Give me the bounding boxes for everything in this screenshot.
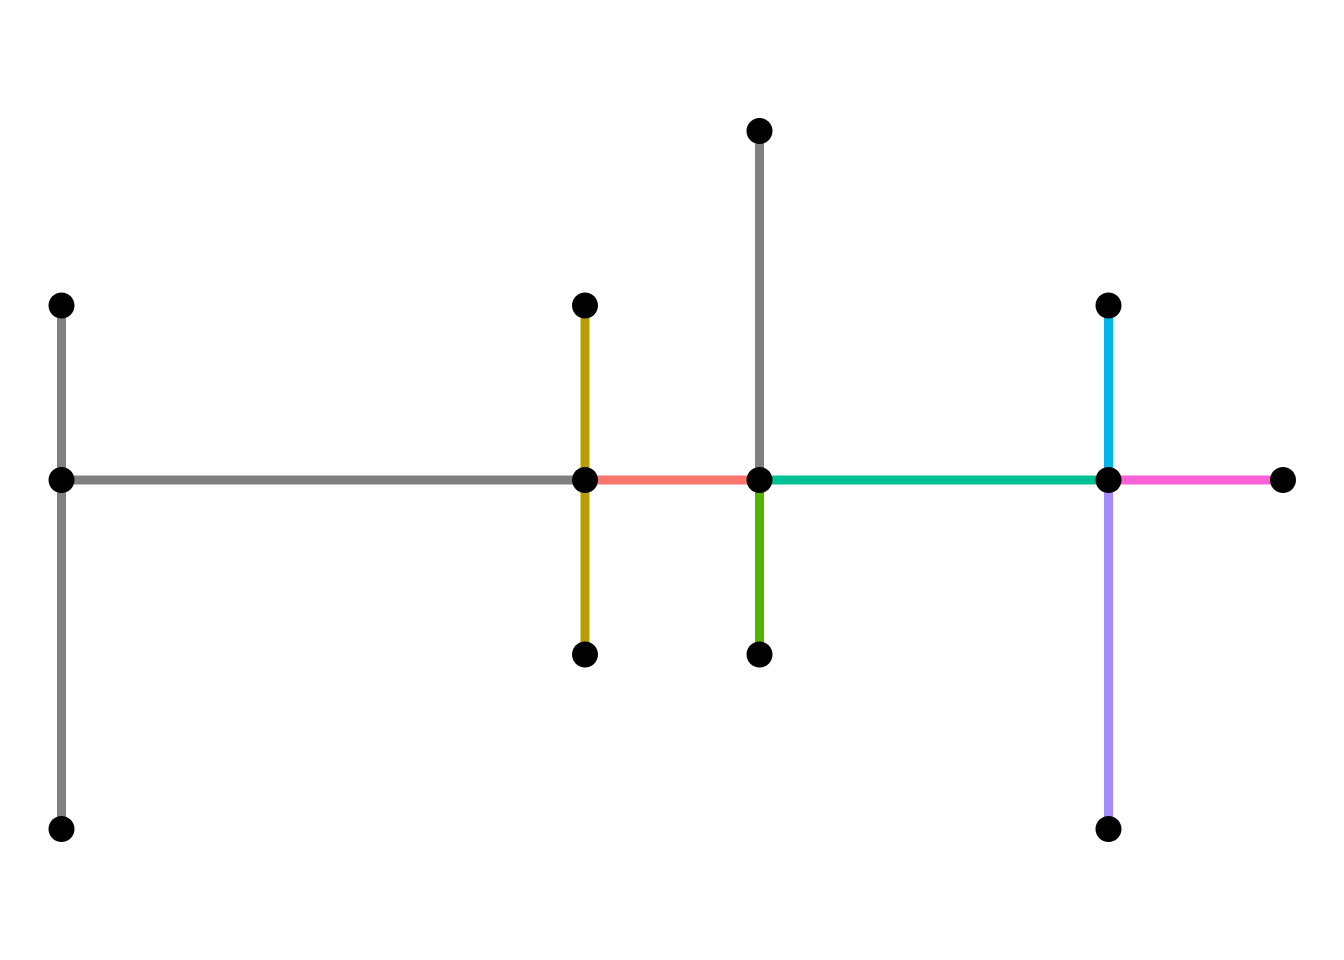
- node-n6: [572, 641, 598, 668]
- node-n7: [746, 118, 773, 144]
- node-n10: [1095, 292, 1122, 319]
- node-n5: [572, 467, 598, 493]
- node-n2: [48, 467, 75, 493]
- edges-layer: [57, 131, 1283, 829]
- node-n3: [48, 816, 75, 842]
- node-n11: [1095, 467, 1122, 493]
- node-n8: [746, 467, 773, 493]
- node-n1: [48, 292, 75, 319]
- node-n9: [746, 641, 773, 668]
- nodes-layer: [48, 118, 1296, 842]
- node-n12: [1095, 816, 1122, 842]
- node-n13: [1270, 467, 1296, 493]
- node-n4: [572, 292, 598, 319]
